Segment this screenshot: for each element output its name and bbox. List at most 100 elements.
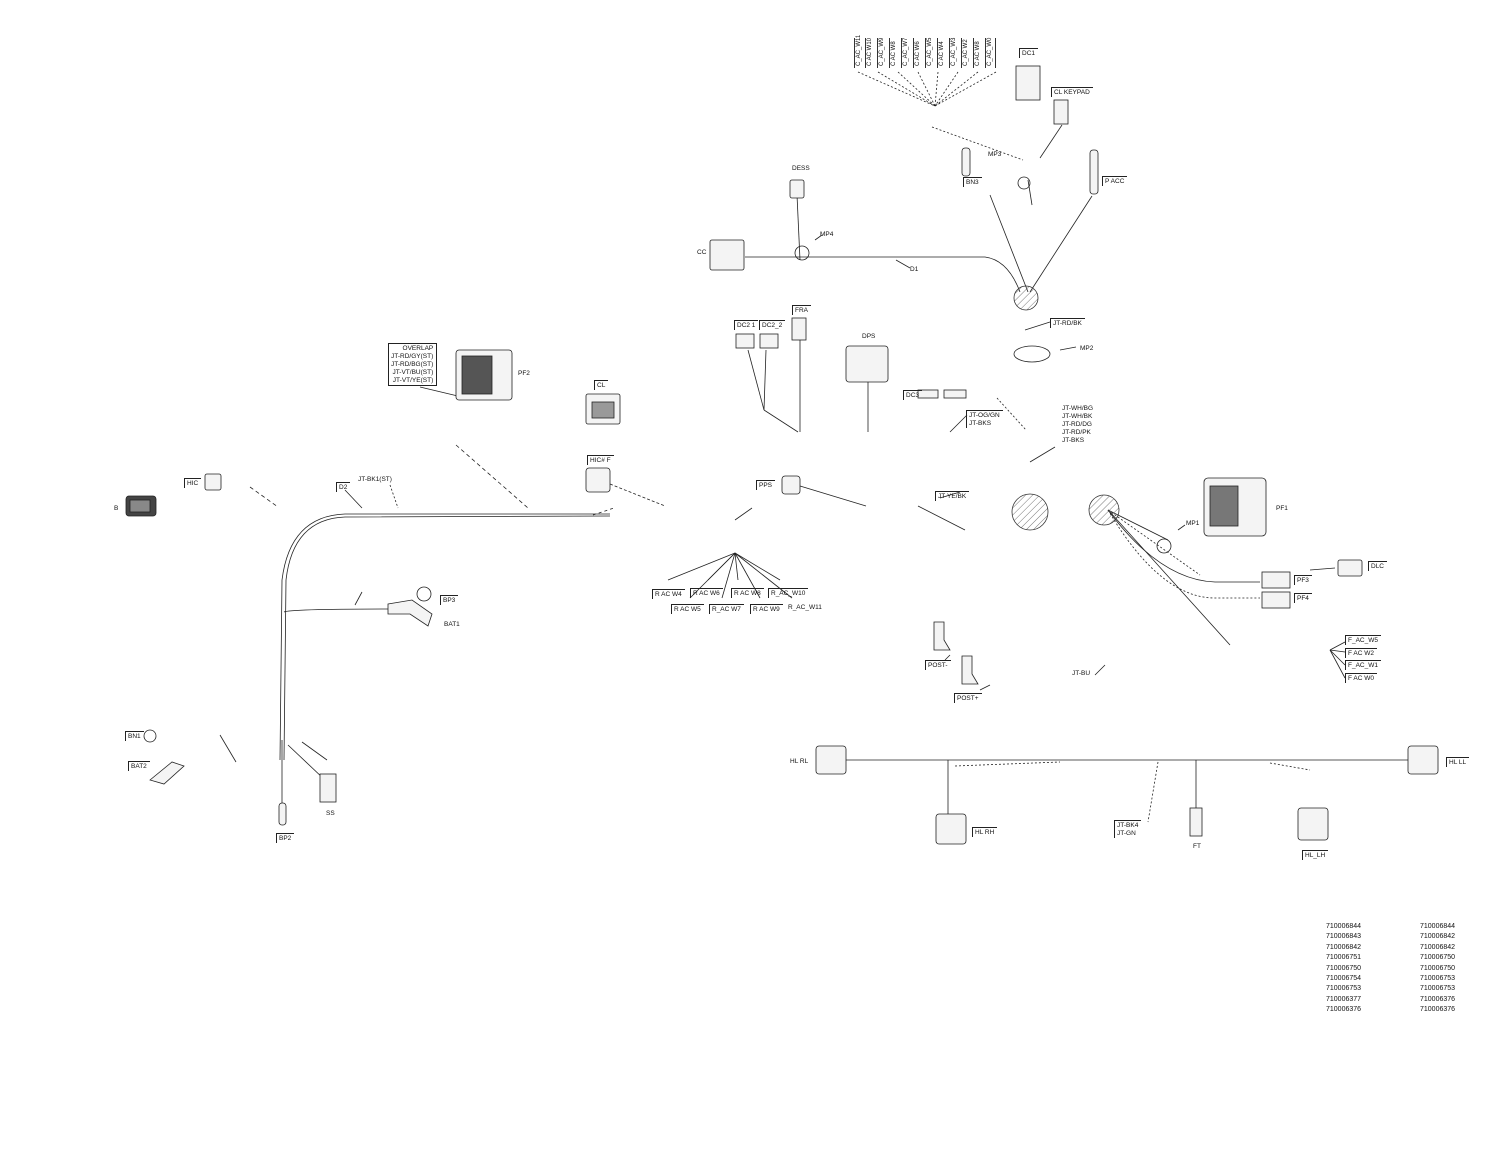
label-r-ac-w7: R_AC W7 [709, 604, 744, 614]
label-hl-rl: HL RL [790, 758, 809, 765]
label-f-ac-w0: F AC W0 [1345, 673, 1378, 683]
label-c-ac: C AC W8 [889, 38, 899, 68]
label-r-ac-w5: R AC W5 [671, 604, 704, 614]
c-ac-text: C AC W8 [975, 41, 981, 66]
label-hic: HIC [184, 478, 202, 488]
connector-hl-rl-icon [815, 745, 847, 775]
terminal-bp2-icon [278, 802, 287, 826]
c-ac-text: C AC W6 [915, 41, 921, 66]
label-r-ac-w9: R AC W9 [750, 604, 783, 614]
label-c-ac: C_AC_W9 [877, 38, 887, 68]
label-c-ac: C AC W6 [913, 38, 923, 68]
label-bn3: BN3 [963, 177, 982, 187]
label-r-ac-w6: R AC W6 [690, 588, 723, 598]
label-d1: D1 [910, 266, 919, 273]
label-cc: CC [697, 249, 707, 256]
c-ac-text: C_AC_W0 [987, 37, 993, 66]
label-bp3: BP3 [440, 595, 459, 605]
overlap-box: OVERLAP JT-RD/GY(ST) JT-RD/BG(ST) JT-VT/… [388, 343, 438, 386]
label-c-ac: C AC W8 [973, 38, 983, 68]
connector-dess-icon [789, 179, 805, 199]
label-post-minus: POST- [925, 660, 951, 670]
label-c-ac: C AC W10 [865, 38, 875, 68]
label-c-ac: C_AC_W5 [925, 38, 935, 68]
label-dc3: DC3 [903, 390, 923, 400]
label-pf3: PF3 [1294, 575, 1312, 585]
battery-branch [283, 608, 391, 613]
connector-dlc-icon [1337, 559, 1363, 577]
label-p-acc: P ACC [1102, 176, 1128, 186]
main-trunk-wire-2 [283, 515, 611, 761]
connector-pps-icon [781, 475, 801, 495]
terminal-bp3-icon [416, 586, 432, 602]
part-numbers-right: 710006844 710006842 710006842 710006750 … [1420, 923, 1456, 1014]
label-jt-og: JT-OG/GN JT-BKS [966, 410, 1003, 428]
label-c-ac: C_AC_W7 [901, 38, 911, 68]
connector-dc1-icon [1015, 65, 1041, 101]
label-f-ac-w2: F AC W2 [1345, 648, 1378, 658]
connector-pf3-icon [1261, 571, 1291, 589]
connector-hl-ll-icon [1407, 745, 1439, 775]
mount-mp1-icon [1156, 538, 1172, 554]
terminal-bat2-icon [149, 761, 185, 785]
terminal-bat1-icon [387, 599, 433, 627]
connector-cc-icon [709, 239, 745, 271]
label-dc2-2: DC2_2 [759, 320, 786, 330]
c-ac-leaders [857, 71, 997, 107]
connector-dc2-1-icon [735, 333, 755, 349]
label-f-ac-w1: F_AC_W1 [1345, 660, 1381, 670]
label-mp1: MP1 [1186, 520, 1200, 527]
label-b: B [114, 505, 119, 512]
label-pf1: PF1 [1276, 505, 1288, 512]
terminal-bn1-icon [143, 729, 157, 743]
part-numbers-left: 710006844 710006843 710006842 710006751 … [1326, 923, 1362, 1014]
label-jt-ye: JT-YE/BK [935, 491, 970, 501]
label-dps: DPS [862, 333, 876, 340]
connector-hic-icon [204, 473, 222, 491]
label-jt-bk4: JT-BK4 JT-GN [1114, 820, 1142, 838]
label-c-ac: C_AC_W3 [949, 38, 959, 68]
c-ac-text: C_AC_W11 [856, 34, 862, 66]
label-mp3: MP3 [988, 151, 1002, 158]
label-bn1: BN1 [125, 731, 144, 741]
splice-circle [1011, 493, 1049, 531]
label-f-ac-w5: F_AC_W5 [1345, 635, 1381, 645]
connector-dc2-2-icon [759, 333, 779, 349]
label-cl: CL [594, 380, 609, 390]
label-jt-bk1: JT-BK1(ST) [358, 476, 392, 483]
c-ac-text: C_AC W2 [963, 39, 969, 66]
c-ac-text: C_AC_W9 [879, 37, 885, 66]
c-ac-text: C AC W8 [891, 41, 897, 66]
label-c-ac: C_AC_W11 [854, 34, 864, 68]
c-ac-text: C_AC_W7 [903, 37, 909, 66]
label-r-ac-w8: R AC W8 [731, 588, 764, 598]
label-bat1: BAT1 [444, 621, 460, 628]
label-post-plus: POST+ [954, 693, 982, 703]
label-bp2: BP2 [276, 833, 295, 843]
label-hl-lh: HL_LH [1302, 850, 1329, 860]
label-hic-f: HIC# F [587, 455, 614, 465]
c-ac-text: C_AC_W3 [951, 37, 957, 66]
label-dc2-1: DC2 1 [734, 320, 759, 330]
mount-mp4-icon [794, 245, 810, 261]
splice-circle [1088, 494, 1120, 526]
label-fra: FRA [792, 305, 811, 315]
label-c-ac: C AC W4 [937, 38, 947, 68]
label-hl-ll: HL LL [1446, 757, 1470, 767]
label-dlc: DLC [1368, 561, 1388, 571]
connector-dc3-icon [917, 389, 939, 399]
connector-fra-icon [791, 317, 807, 341]
terminal-post-minus-icon [933, 621, 951, 651]
label-dess: DESS [792, 165, 810, 172]
cc-wire [745, 256, 1021, 293]
terminal-bn3-icon [961, 147, 971, 177]
label-mp2: MP2 [1080, 345, 1094, 352]
label-r-ac-w10: R_AC_W10 [768, 588, 809, 598]
label-jt-bu: JT-BU [1072, 670, 1091, 677]
mount-mp3-icon [1017, 176, 1031, 190]
label-jt-rdbk: JT-RD/BK [1050, 318, 1085, 328]
label-r-ac-w4: R AC W4 [652, 589, 685, 599]
c-ac-text: C AC W4 [939, 41, 945, 66]
label-c-ac: C_AC_W0 [985, 38, 996, 68]
